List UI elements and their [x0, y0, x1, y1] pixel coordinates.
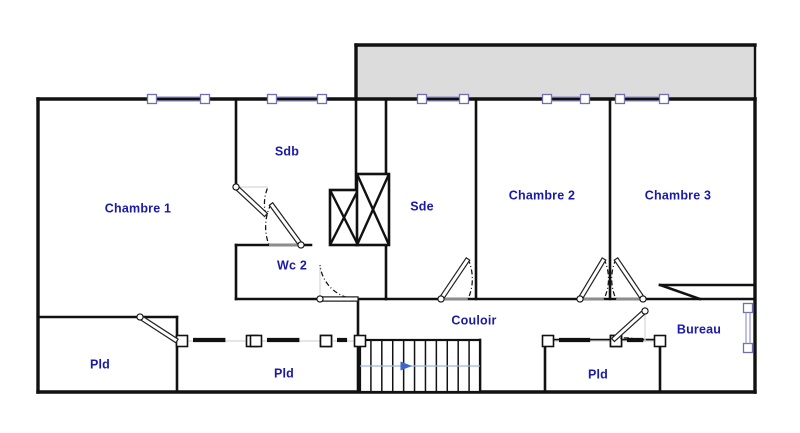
closet-sde-large-x2: [355, 173, 391, 246]
door-wc2-south-hinge: [316, 295, 324, 303]
slider-pld2-a-handle-start: [175, 334, 189, 348]
door-chambre3: [611, 256, 647, 303]
closet-sde-small: [328, 188, 360, 247]
window-bureau-frame-start: [742, 302, 754, 314]
window-chambre3-frame-start: [614, 93, 626, 105]
door-pld1: [136, 313, 179, 344]
door-chambre3-swing-arc: [611, 258, 617, 300]
closet-symbols: [328, 172, 391, 247]
door-sdb-west-hinge: [232, 183, 240, 191]
door-chambre3-hinge: [639, 295, 647, 303]
window-sdb: [266, 93, 328, 105]
slider-pld2-c-handle-start: [319, 334, 333, 348]
room-label-wc2: Wc 2: [277, 258, 307, 272]
room-label-pld2: Pld: [274, 366, 294, 380]
window-chambre2: [541, 93, 591, 105]
staircase: [358, 338, 482, 394]
window-chambre1: [146, 93, 211, 105]
slider-pld3-a-handle-start: [541, 334, 555, 348]
slider-pld2-b-handle-start: [249, 334, 263, 348]
window-sde-frame-start: [416, 93, 428, 105]
interior-wall-segment-17: [658, 283, 702, 301]
balcony-terrace: [354, 43, 757, 101]
door-wc2-north-swing-arc: [265, 203, 272, 246]
window-chambre2-frame-end: [579, 93, 591, 105]
room-label-pld3: Pld: [588, 367, 608, 381]
door-chambre2: [576, 257, 610, 303]
balcony-terrace: [354, 43, 757, 101]
slider-pld3-b-handle-end: [653, 334, 667, 348]
window-sdb-frame-end: [316, 93, 328, 105]
door-wc2-south: [316, 264, 359, 303]
door-sdb-west: [232, 183, 269, 218]
room-label-chambre3: Chambre 3: [645, 188, 711, 202]
window-bureau: [742, 302, 754, 354]
door-pld1-hinge: [136, 313, 144, 321]
sliding-door-symbols: [175, 334, 667, 348]
door-sde-couloir: [437, 256, 473, 303]
door-chambre2-hinge: [576, 295, 584, 303]
door-wc2-north: [265, 201, 305, 249]
door-bureau-hinge: [641, 307, 649, 315]
window-chambre1-frame-start: [146, 93, 158, 105]
window-chambre3: [614, 93, 670, 105]
slider-pld2-c: [319, 334, 367, 348]
window-chambre2-frame-start: [541, 93, 553, 105]
door-wc2-north-hinge: [297, 241, 305, 249]
room-label-pld1: Pld: [90, 357, 110, 371]
closet-sde-large: [355, 172, 391, 247]
window-chambre1-frame-end: [199, 93, 211, 105]
room-label-chambre2: Chambre 2: [509, 188, 575, 202]
window-chambre3-frame-end: [658, 93, 670, 105]
window-symbols: [146, 93, 754, 354]
room-label-couloir: Couloir: [451, 313, 496, 327]
door-symbols: [136, 183, 649, 344]
room-label-sdb: Sdb: [275, 144, 299, 158]
stair-direction-arrow: [400, 361, 412, 371]
door-sde-couloir-swing-arc: [467, 258, 473, 300]
window-sdb-frame-start: [266, 93, 278, 105]
window-bureau-frame-end: [742, 342, 754, 354]
room-label-bureau: Bureau: [677, 322, 721, 336]
closet-sde-small-x2: [328, 189, 360, 246]
door-sde-couloir-hinge: [437, 295, 445, 303]
window-sde-frame-end: [458, 93, 470, 105]
slider-pld3-b: [609, 334, 667, 348]
room-label-sde: Sde: [410, 199, 434, 213]
slider-pld2-c-handle-end: [353, 334, 367, 348]
door-bureau: [610, 307, 649, 343]
window-sde: [416, 93, 470, 105]
door-wc2-south-leaf: [319, 296, 359, 302]
room-label-chambre1: Chambre 1: [105, 201, 171, 215]
door-chambre2-swing-arc: [603, 258, 610, 300]
